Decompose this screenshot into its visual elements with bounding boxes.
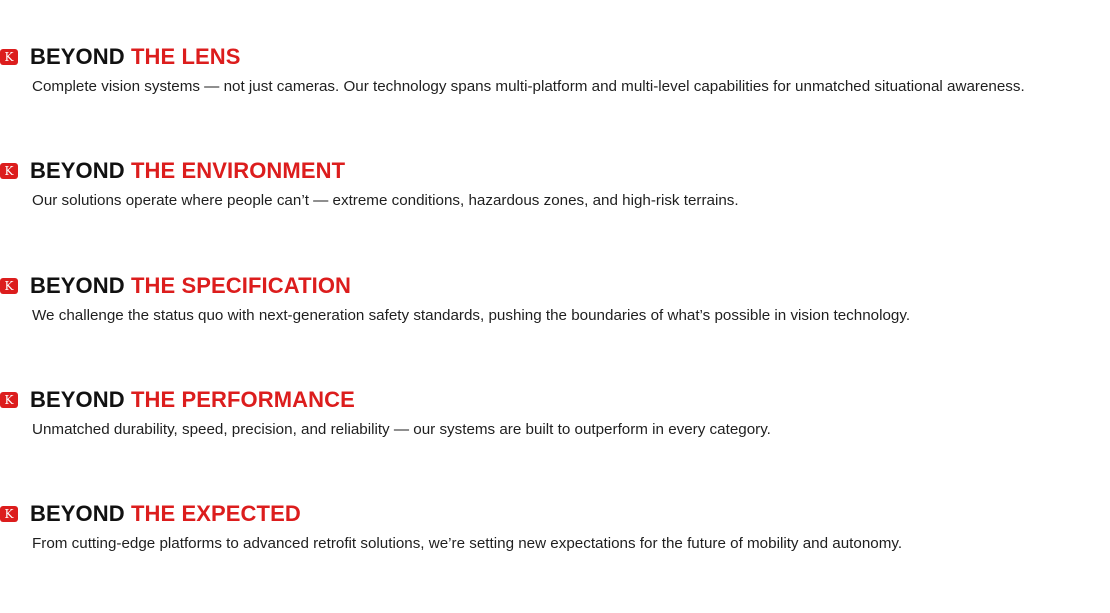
feature-item-performance: K BEYOND THE PERFORMANCE Unmatched durab…	[0, 385, 1110, 499]
brand-k-icon: K	[0, 506, 18, 522]
feature-description: Complete vision systems — not just camer…	[32, 78, 1025, 95]
feature-item-lens: K BEYOND THE LENS Complete vision system…	[0, 42, 1110, 156]
feature-description: From cutting-edge platforms to advanced …	[32, 535, 903, 552]
feature-heading: BEYOND THE ENVIRONMENT	[30, 156, 345, 186]
feature-heading-row: K BEYOND THE SPECIFICATION	[0, 271, 1110, 301]
feature-heading-row: K BEYOND THE ENVIRONMENT	[0, 156, 1110, 186]
feature-heading: BEYOND THE SPECIFICATION	[30, 271, 351, 301]
feature-heading-row: K BEYOND THE EXPECTED	[0, 499, 1110, 529]
feature-heading-lead: BEYOND	[30, 158, 125, 184]
feature-heading-lead: BEYOND	[30, 272, 125, 298]
feature-heading-accent: THE PERFORMANCE	[130, 386, 355, 412]
feature-description: We challenge the status quo with next-ge…	[32, 306, 911, 324]
beyond-feature-list: K BEYOND THE LENS Complete vision system…	[0, 42, 1110, 613]
feature-heading: BEYOND THE EXPECTED	[30, 499, 301, 529]
feature-heading-accent: THE EXPECTED	[130, 501, 301, 526]
feature-heading: BEYOND THE PERFORMANCE	[30, 385, 355, 415]
feature-heading-accent: THE LENS	[130, 44, 241, 69]
feature-heading-accent: THE SPECIFICATION	[130, 272, 352, 298]
feature-description: Our solutions operate where people can’t…	[32, 192, 739, 210]
brand-k-icon: K	[0, 277, 18, 294]
feature-item-expected: K BEYOND THE EXPECTED From cutting-edge …	[0, 499, 1110, 613]
brand-k-icon: K	[0, 391, 18, 408]
feature-heading-lead: BEYOND	[30, 501, 125, 526]
feature-description: Unmatched durability, speed, precision, …	[32, 420, 771, 438]
feature-item-specification: K BEYOND THE SPECIFICATION We challenge …	[0, 271, 1110, 385]
brand-k-icon: K	[0, 163, 18, 180]
feature-item-environment: K BEYOND THE ENVIRONMENT Our solutions o…	[0, 156, 1110, 270]
feature-heading-lead: BEYOND	[30, 386, 125, 412]
feature-heading: BEYOND THE LENS	[30, 42, 241, 72]
feature-heading-lead: BEYOND	[30, 44, 125, 69]
feature-heading-accent: THE ENVIRONMENT	[130, 158, 346, 184]
feature-heading-row: K BEYOND THE LENS	[0, 42, 1110, 72]
feature-heading-row: K BEYOND THE PERFORMANCE	[0, 385, 1110, 415]
brand-k-icon: K	[0, 49, 18, 65]
